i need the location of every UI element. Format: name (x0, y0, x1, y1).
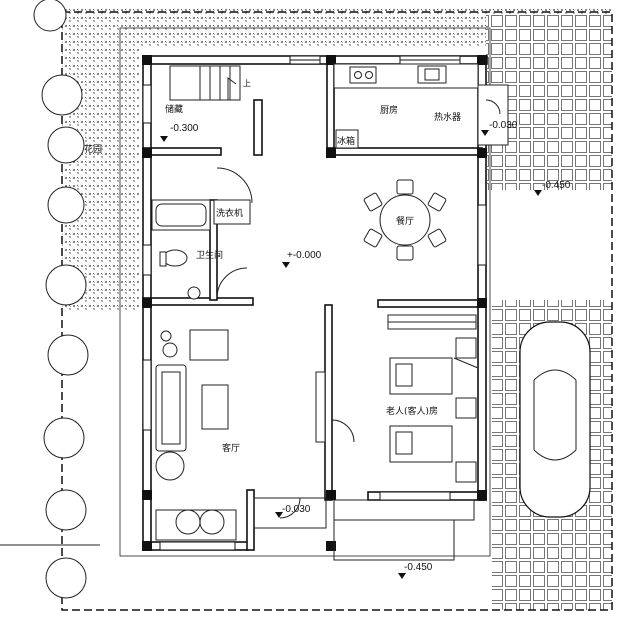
columns (142, 55, 487, 551)
tree-row (33, 0, 89, 599)
room-label-laundry: 洗衣机 (216, 207, 243, 219)
room-label-water-heater: 热水器 (434, 111, 461, 123)
living-furniture (155, 329, 237, 541)
site-boundary (61, 11, 613, 611)
bedroom-furniture (387, 314, 479, 483)
room-label-kitchen: 厨房 (380, 104, 398, 116)
dining-table (363, 179, 447, 261)
level-main: +-0.000 (287, 250, 322, 261)
level-front: -0.450 (404, 562, 433, 573)
level-front-entry: -0.030 (282, 504, 311, 515)
room-label-garden: 花园 (84, 143, 102, 155)
room-label-bathroom: 卫生间 (196, 249, 223, 261)
stair-label: 上 (243, 79, 251, 88)
level-storage: -0.300 (170, 123, 199, 134)
car-outline (519, 321, 591, 518)
room-label-living: 客厅 (222, 442, 240, 454)
room-label-dining: 餐厅 (396, 215, 414, 227)
room-label-fridge: 冰箱 (337, 135, 355, 147)
room-label-storage: 储藏 (165, 103, 183, 115)
water-heater (477, 84, 509, 146)
bathroom-fixtures (151, 199, 251, 300)
level-garage: -0.450 (542, 180, 571, 191)
entry-steps (253, 497, 475, 561)
room-label-bedroom: 老人(客人)房 (386, 405, 438, 417)
kitchen-counter (333, 63, 479, 149)
windows (142, 55, 487, 551)
level-entry-right: -0.030 (489, 120, 518, 131)
level-markers (160, 130, 542, 579)
stair (169, 65, 241, 101)
